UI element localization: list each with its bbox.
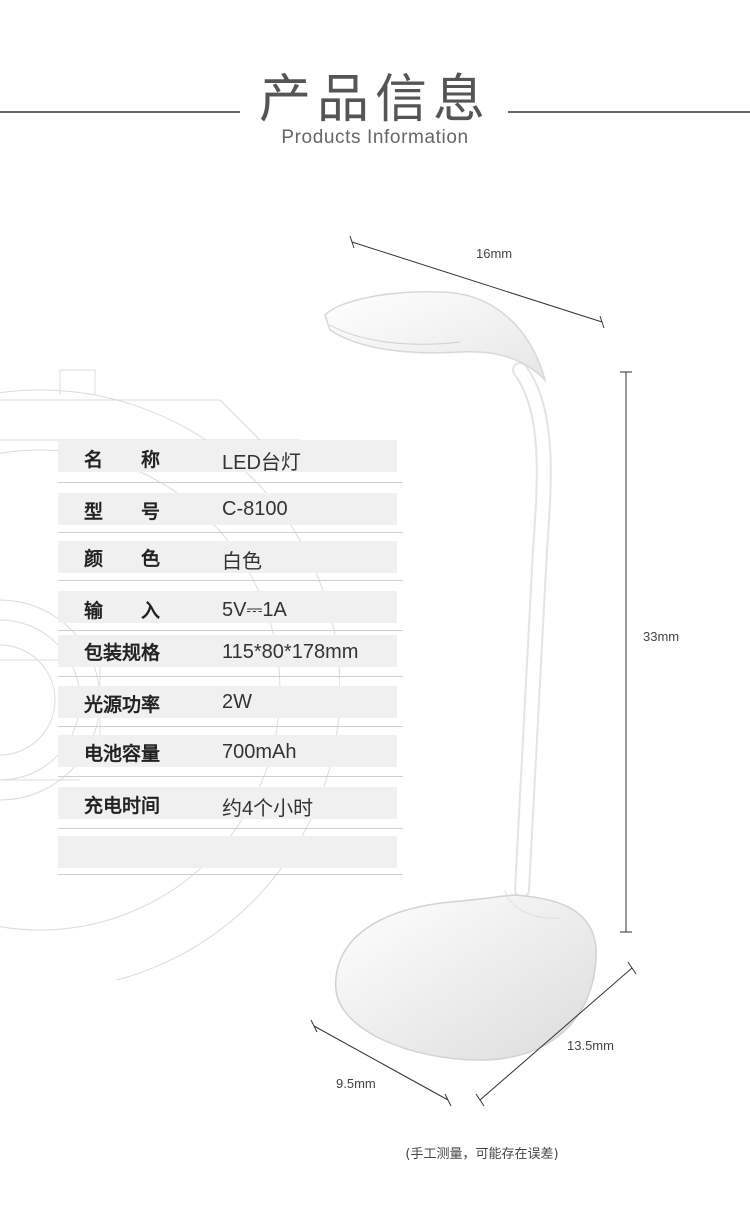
spec-label: 充电时间 [84,795,161,817]
spec-value: 白色 [222,551,262,573]
page-header: 产品信息 Products Information [0,55,750,165]
spec-label: 电池容量 [84,743,161,765]
spec-label: 型 号 [84,501,161,523]
spec-row-charging: 充电时间 约4个小时 [58,777,403,829]
spec-value: 700mAh [222,741,297,763]
spec-label: 颜 色 [84,548,161,570]
spec-value: C-8100 [222,498,288,520]
dimension-head-width: 16mm [476,246,513,261]
spec-row-model: 型 号 C-8100 [58,483,403,533]
spec-label: 输 入 [84,600,161,622]
title-rule-left [0,111,240,113]
spec-value: 约4个小时 [222,798,314,820]
page-subtitle: Products Information [281,127,469,148]
spec-row-battery: 电池容量 700mAh [58,727,403,777]
lamp-illustration [310,235,637,1107]
spec-row-power: 光源功率 2W [58,677,403,727]
spec-row-empty [58,829,403,875]
dimension-height: 33mm [643,629,680,644]
spec-row-input: 输 入 5V⎓1A [58,581,403,631]
spec-label: 光源功率 [84,694,161,716]
dimension-base-depth: 13.5mm [567,1038,614,1053]
spec-row-name: 名 称 LED台灯 [58,436,403,483]
spec-table: 名 称 LED台灯 型 号 C-8100 颜 色 白色 输 入 5V⎓1A 包装… [58,436,403,875]
dimension-base-width: 9.5mm [336,1076,376,1091]
spec-value: 115*80*178mm [222,641,359,663]
title-rule-right [508,111,750,113]
spec-row-color: 颜 色 白色 [58,533,403,581]
measurement-note: (手工测量，可能存在误差) [405,1147,559,1162]
spec-value: 2W [222,691,252,713]
spec-value: 5V⎓1A [222,599,287,621]
spec-value: LED台灯 [222,452,301,474]
page-title: 产品信息 [258,70,491,130]
spec-row-package: 包装规格 115*80*178mm [58,631,403,677]
spec-label: 名 称 [84,449,161,471]
spec-label: 包装规格 [84,642,161,664]
